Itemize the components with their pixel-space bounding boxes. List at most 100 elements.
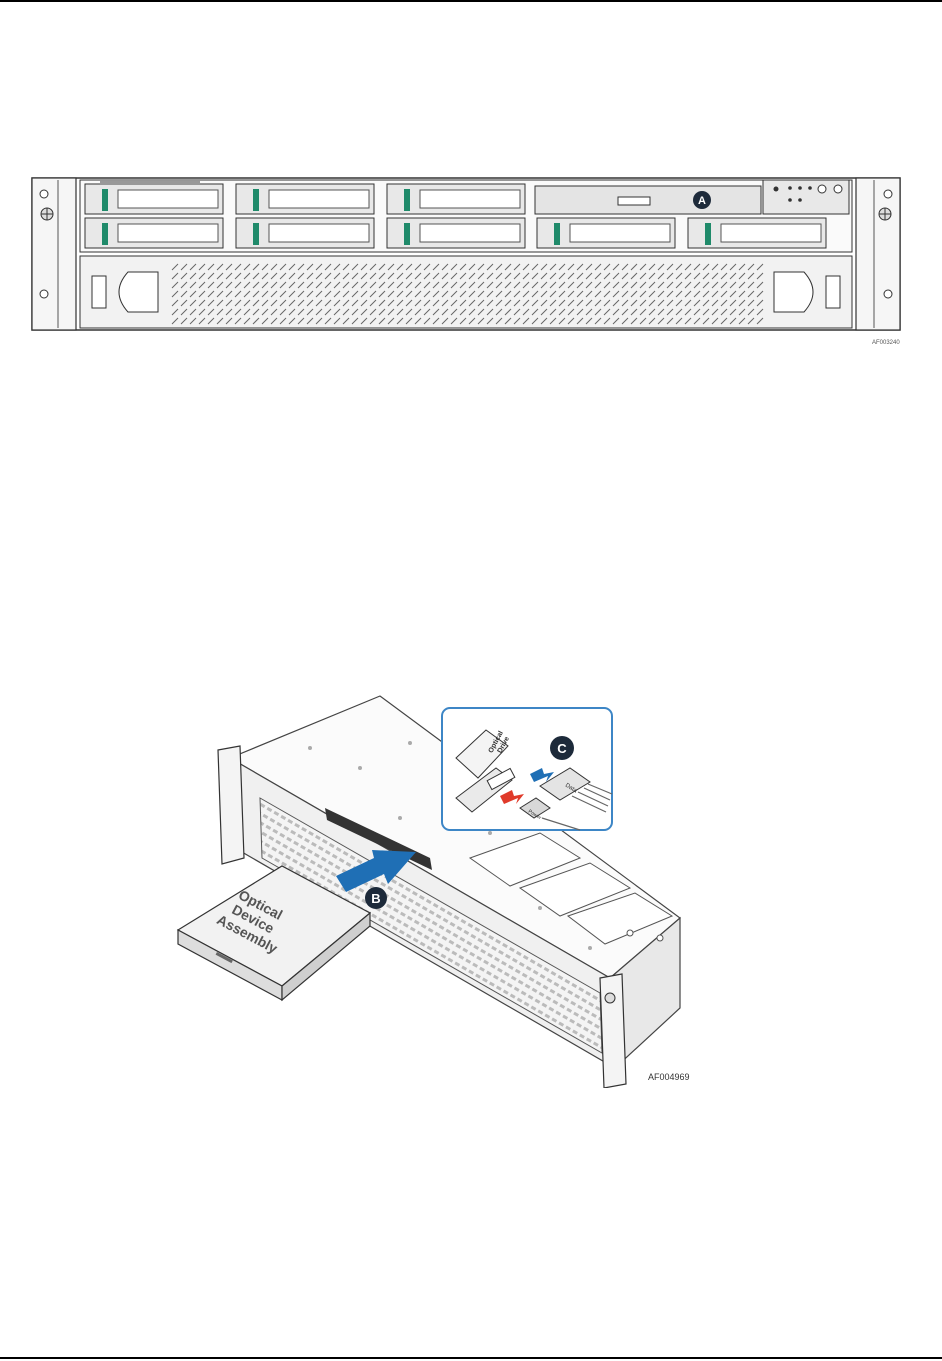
bezel-vent-slot [468,263,476,271]
bezel-vent-slot [315,308,323,316]
bezel-vent-slot [504,263,512,271]
bezel-vent-slot [198,317,206,325]
bezel-vent-slot [666,317,674,325]
bezel-vent-slot [396,263,404,271]
bezel-vent-slot [315,272,323,280]
bezel-vent-slot [432,272,440,280]
bezel-vent-slot [441,299,449,307]
bezel-vent-slot [405,263,413,271]
bezel-vent-slot [657,281,665,289]
right-rack-ear [855,177,901,331]
bezel-vent-slot [180,290,188,298]
left-rack-ear [31,177,77,331]
bezel-vent-slot [387,308,395,316]
bezel-vent-slot [405,281,413,289]
bezel-vent-slot [351,272,359,280]
bezel-vent-slot [756,290,764,298]
bezel-vent-slot [288,263,296,271]
bezel-vent-slot [432,281,440,289]
bezel-vent-slot [423,308,431,316]
bezel-vent-slot [333,317,341,325]
bezel-vent-slot [252,299,260,307]
front-bezel [79,255,853,329]
left-rack-ear [217,745,245,865]
bezel-vent-slot [315,290,323,298]
bezel-vent-slot [567,299,575,307]
bezel-vent-slot [675,290,683,298]
bezel-vent-slot [342,308,350,316]
bezel-vent-slot [738,317,746,325]
bezel-vent-slot [207,263,215,271]
bezel-vent-slot [495,263,503,271]
bezel-vent-slot [450,290,458,298]
bezel-vent-slot [342,299,350,307]
bezel-vent-slot [189,290,197,298]
bezel-vent-slot [234,281,242,289]
bezel-vent-slot [387,281,395,289]
bezel-vent-slot [666,281,674,289]
bezel-vent-slot [630,272,638,280]
bezel-vent-slot [477,281,485,289]
server-front-view-drawing: A [31,177,901,346]
bezel-vent-slot [558,272,566,280]
bezel-vent-slot [729,308,737,316]
bezel-vent-slot [225,308,233,316]
bezel-vent-slot [306,281,314,289]
bezel-vent-slot [531,281,539,289]
bezel-vent-slot [711,263,719,271]
bezel-vent-slot [648,263,656,271]
bezel-vent-slot [360,308,368,316]
bezel-vent-slot [720,281,728,289]
bezel-vent-slot [360,281,368,289]
bezel-vent-slot [216,308,224,316]
bezel-vent-slot [225,290,233,298]
bezel-vent-slot [603,317,611,325]
bezel-vent-slot [468,272,476,280]
bezel-vent-slot [207,317,215,325]
bezel-vent-slot [621,281,629,289]
bezel-vent-slot [396,317,404,325]
bezel-vent-slot [594,272,602,280]
bezel-vent-slot [252,290,260,298]
bezel-vent-slot [297,263,305,271]
bezel-vent-slot [549,308,557,316]
bezel-vent-slot [612,281,620,289]
bezel-vent-slot [756,281,764,289]
bezel-vent-slot [495,272,503,280]
bezel-vent-slot [567,281,575,289]
bezel-vent-slot [675,308,683,316]
bezel-vent-slot [567,317,575,325]
bezel-vent-slot [729,272,737,280]
bezel-vent-slot [594,290,602,298]
bezel-vent-slot [513,272,521,280]
bezel-vent-slot [495,290,503,298]
bezel-vent-slot [540,290,548,298]
bezel-vent-slot [414,299,422,307]
bezel-vent-slot [684,299,692,307]
bezel-vent-slot [459,281,467,289]
bezel-vent-slot [747,263,755,271]
bezel-vent-slot [648,281,656,289]
bezel-vent-slot [747,281,755,289]
bezel-vent-slot [306,290,314,298]
bezel-vent-slot [495,308,503,316]
bezel-vent-slot [405,299,413,307]
bezel-vent-slot [747,317,755,325]
svg-text:A: A [698,195,706,207]
bezel-vent-slot [189,263,197,271]
bezel-vent-slot [234,308,242,316]
bezel-vent-slot [729,290,737,298]
bezel-vent-slot [513,281,521,289]
bezel-vent-slot [351,317,359,325]
optical-device-assembly: Optical Device Assembly [176,865,372,1002]
bezel-vent-slot [414,263,422,271]
bezel-vent-slot [234,299,242,307]
bezel-vent-slot [270,308,278,316]
bezel-vent-slot [369,281,377,289]
bezel-vent-slot [297,290,305,298]
bezel-vent-slot [711,299,719,307]
bezel-vent-slot [486,308,494,316]
bezel-vent-slot [513,290,521,298]
bezel-vent-slot [468,299,476,307]
bezel-vent-slot [549,281,557,289]
